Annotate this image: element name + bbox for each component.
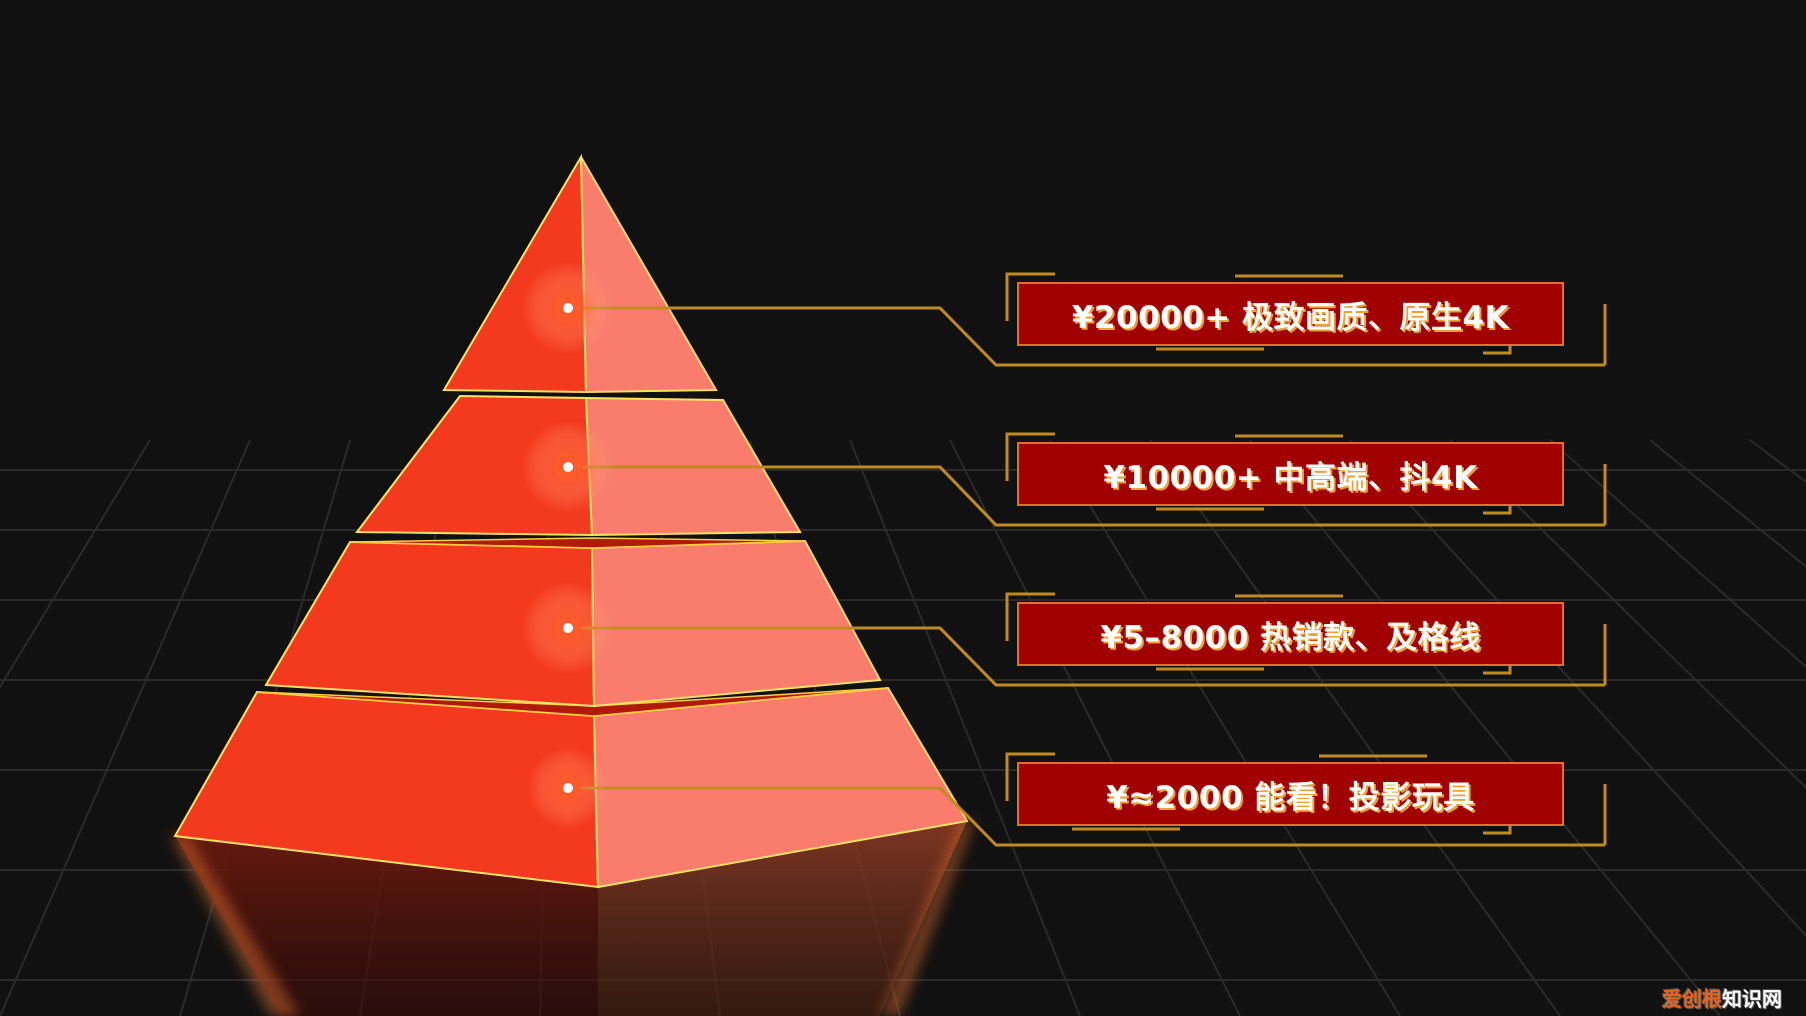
marker-dot-icon xyxy=(522,262,614,354)
tier-markers xyxy=(522,262,614,828)
marker-dot-icon xyxy=(522,582,614,674)
connector-tier-3 xyxy=(568,626,1605,687)
tier-1-label: ¥20000+ 极致画质、原生4K xyxy=(1017,282,1564,346)
watermark-rest: 知识网 xyxy=(1722,987,1782,1011)
connector-tier-4 xyxy=(568,786,1605,847)
tier-2-label-text: ¥10000+ 中高端、抖4K xyxy=(1103,459,1478,496)
tier-4-label: ¥≈2000 能看！投影玩具 xyxy=(1017,762,1564,826)
tier-2-label: ¥10000+ 中高端、抖4K xyxy=(1017,442,1564,506)
watermark: 爱创根知识网 xyxy=(1662,983,1782,1012)
watermark-accent: 爱创根 xyxy=(1662,987,1722,1011)
label-frames xyxy=(1005,272,1607,845)
tier-4-label-text: ¥≈2000 能看！投影玩具 xyxy=(1106,779,1475,816)
marker-dot-icon xyxy=(528,748,608,828)
connector-lines xyxy=(568,306,1605,847)
pyramid-reflection xyxy=(170,821,975,1016)
connector-tier-1 xyxy=(568,306,1605,367)
tier-1-label-text: ¥20000+ 极致画质、原生4K xyxy=(1071,299,1510,336)
tier-3-label: ¥5–8000 热销款、及格线 xyxy=(1017,602,1564,666)
connector-tier-2 xyxy=(568,465,1605,527)
tier-3-label-text: ¥5–8000 热销款、及格线 xyxy=(1100,619,1481,656)
marker-dot-icon xyxy=(522,421,614,513)
pyramid-tier-3[interactable] xyxy=(264,537,882,708)
